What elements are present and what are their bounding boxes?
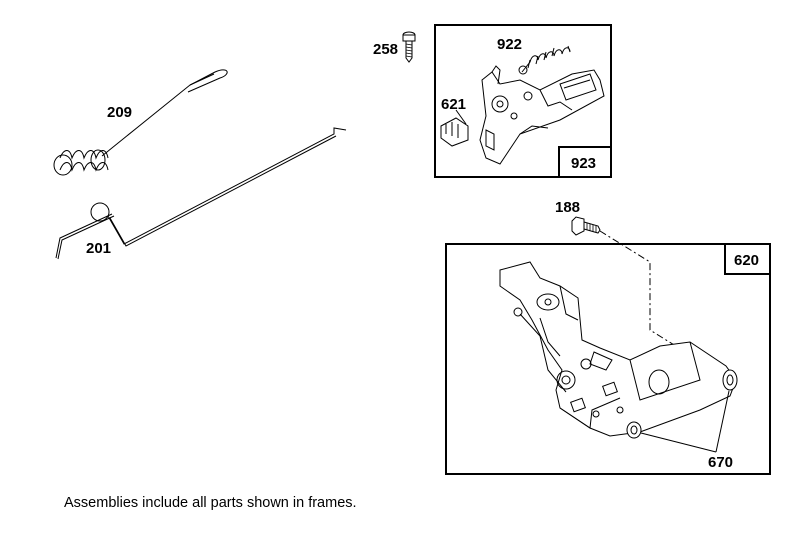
part-258-screw (402, 31, 416, 63)
frame-923 (434, 24, 612, 178)
callout-923: 923 (571, 155, 596, 172)
callout-201: 201 (86, 240, 111, 257)
callout-620: 620 (734, 252, 759, 269)
part-201-rod (55, 127, 347, 260)
callout-670: 670 (708, 454, 733, 471)
callout-258: 258 (373, 41, 398, 58)
frame-620 (445, 243, 771, 475)
assembly-note: Assemblies include all parts shown in fr… (64, 495, 357, 511)
callout-188: 188 (555, 199, 580, 216)
leader-621 (455, 109, 467, 125)
part-209-spring (53, 69, 228, 176)
callout-922: 922 (497, 36, 522, 53)
leader-670b (715, 390, 730, 453)
leader-670 (640, 432, 717, 453)
callout-621: 621 (441, 96, 466, 113)
callout-209: 209 (107, 104, 132, 121)
